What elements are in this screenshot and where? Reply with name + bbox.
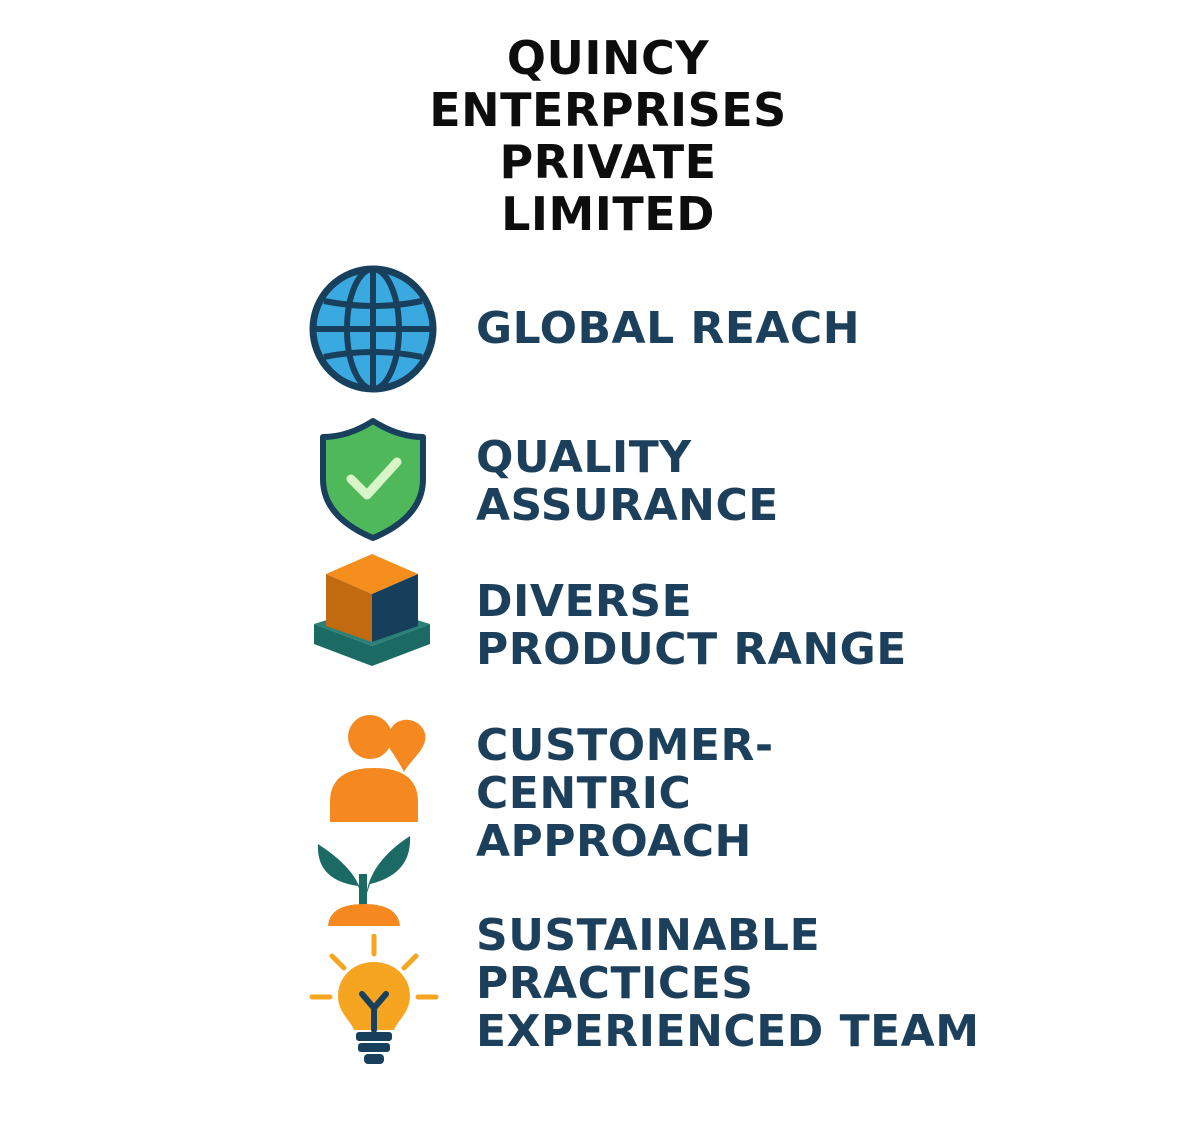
feature-sustainable-experienced: SUSTAINABLE PRACTICES EXPERIENCED TEAM xyxy=(476,912,980,1056)
lightbulb-icon xyxy=(309,934,439,1064)
feature-diverse-product-range: DIVERSE PRODUCT RANGE xyxy=(476,578,907,674)
title-line-2: ENTERPRISES xyxy=(429,83,787,137)
feature-label: GLOBAL REACH xyxy=(476,303,861,354)
feature-label: CUSTOMER- xyxy=(476,720,774,771)
feature-quality-assurance: QUALITY ASSURANCE xyxy=(476,434,779,530)
feature-label: PRODUCT RANGE xyxy=(476,624,907,675)
title-line-3: PRIVATE xyxy=(499,135,717,189)
feature-label: EXPERIENCED TEAM xyxy=(476,1006,980,1057)
globe-icon xyxy=(309,265,437,393)
feature-global-reach: GLOBAL REACH xyxy=(476,305,860,353)
shield-check-icon xyxy=(320,418,426,541)
title-line-4: LIMITED xyxy=(501,187,715,241)
plant-icon xyxy=(317,836,411,926)
feature-label: ASSURANCE xyxy=(476,480,779,531)
product-box-icon xyxy=(314,554,430,666)
feature-label: CENTRIC xyxy=(476,768,692,819)
customer-icon xyxy=(330,715,426,822)
feature-label: DIVERSE xyxy=(476,576,693,627)
feature-label: SUSTAINABLE xyxy=(476,910,821,961)
title-line-1: QUINCY xyxy=(506,31,710,85)
feature-customer-centric: CUSTOMER- CENTRIC APPROACH xyxy=(476,722,774,866)
feature-label: PRACTICES xyxy=(476,958,754,1009)
feature-label: QUALITY xyxy=(476,432,692,483)
company-title: QUINCY ENTERPRISES PRIVATE LIMITED xyxy=(0,32,1200,240)
feature-label: APPROACH xyxy=(476,816,752,867)
